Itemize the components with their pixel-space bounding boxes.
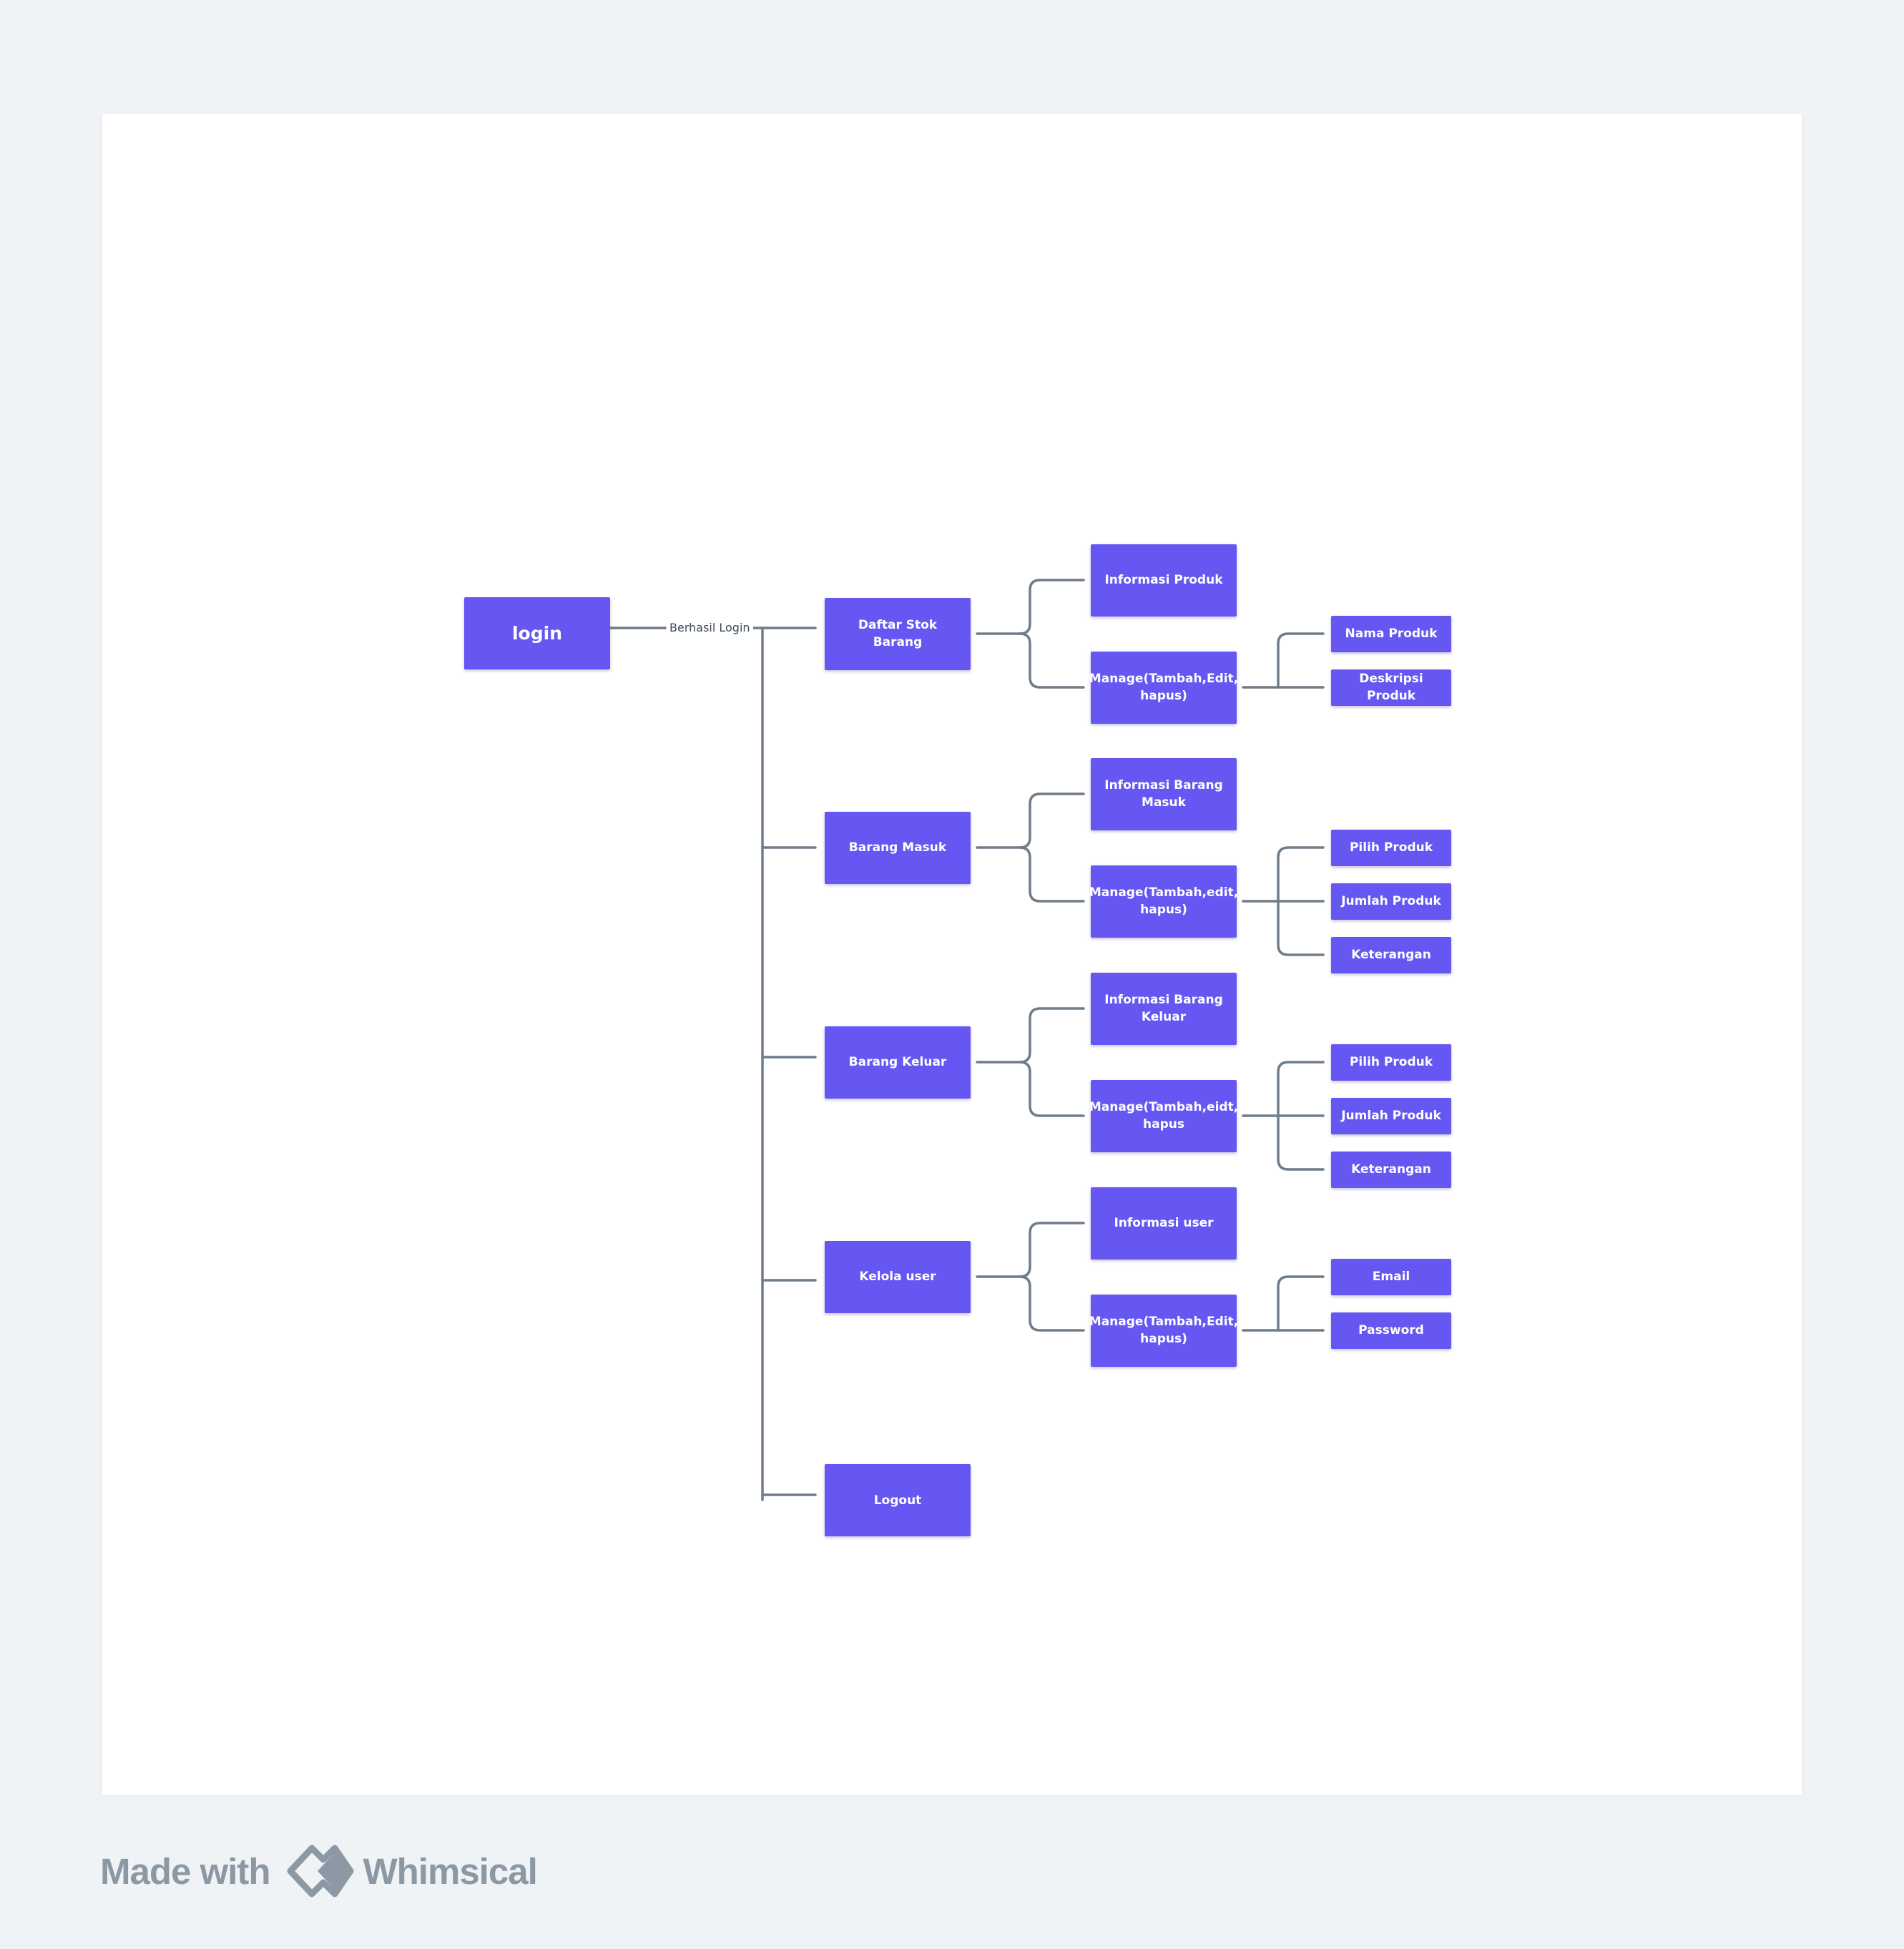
node-barang-keluar-keterangan[interactable]: Keterangan — [1331, 1151, 1451, 1188]
whimsical-logo-icon — [287, 1845, 354, 1898]
node-informasi-barang-masuk[interactable]: Informasi Barang Masuk — [1091, 757, 1237, 830]
node-barang-keluar-keterangan-label: Keterangan — [1351, 1162, 1431, 1177]
diagram-canvas — [102, 114, 1802, 1795]
node-daftar-stok-barang-deskripsi-produk[interactable]: Deskripsi Produk — [1331, 669, 1451, 706]
node-daftar-stok-barang-nama-produk[interactable]: Nama Produk — [1331, 615, 1451, 652]
node-barang-keluar-jumlah-produk-label: Jumlah Produk — [1341, 1109, 1441, 1123]
node-barang-masuk-pilih-produk[interactable]: Pilih Produk — [1331, 829, 1451, 866]
node-barang-keluar-jumlah-produk[interactable]: Jumlah Produk — [1331, 1097, 1451, 1134]
node-informasi-produk-label: Informasi Produk — [1104, 573, 1223, 587]
node-barang-masuk-jumlah-produk[interactable]: Jumlah Produk — [1331, 883, 1451, 920]
node-barang-keluar-label: Barang Keluar — [848, 1055, 947, 1069]
node-informasi-barang-keluar-label: Informasi Barang Keluar — [1104, 993, 1223, 1024]
node-kelola-user-password-label: Password — [1358, 1323, 1424, 1337]
node-barang-keluar-pilih-produk-label: Pilih Produk — [1349, 1055, 1433, 1069]
watermark-prefix: Made with — [100, 1850, 271, 1892]
watermark-brand: Whimsical — [363, 1850, 538, 1892]
node-manage-barang-masuk-label: Manage(Tambah,edit, hapus) — [1089, 885, 1239, 917]
node-barang-masuk-keterangan-label: Keterangan — [1351, 948, 1431, 962]
node-manage-kelola-user[interactable]: Manage(Tambah,Edit, hapus) — [1089, 1294, 1239, 1367]
node-daftar-stok-barang[interactable]: Daftar Stok Barang — [825, 597, 971, 670]
node-login-label: login — [511, 622, 562, 644]
node-logout-label: Logout — [873, 1493, 922, 1508]
node-manage-daftar-stok-barang[interactable]: Manage(Tambah,Edit, hapus) — [1089, 651, 1239, 724]
node-kelola-user-email[interactable]: Email — [1331, 1258, 1451, 1295]
node-login[interactable]: login — [464, 597, 610, 669]
node-informasi-barang-masuk-label: Informasi Barang Masuk — [1104, 778, 1223, 810]
node-informasi-user[interactable]: Informasi user — [1091, 1187, 1237, 1260]
node-manage-barang-keluar-label: Manage(Tambah,eidt, hapus — [1089, 1100, 1239, 1131]
node-informasi-user-label: Informasi user — [1114, 1216, 1214, 1230]
node-kelola-user-label: Kelola user — [859, 1270, 936, 1284]
node-logout[interactable]: Logout — [825, 1464, 971, 1536]
node-barang-keluar[interactable]: Barang Keluar — [825, 1026, 971, 1099]
node-daftar-stok-barang-label: Daftar Stok Barang — [858, 618, 938, 649]
node-barang-masuk[interactable]: Barang Masuk — [825, 811, 971, 884]
node-informasi-barang-keluar[interactable]: Informasi Barang Keluar — [1091, 972, 1237, 1045]
node-manage-barang-masuk[interactable]: Manage(Tambah,edit, hapus) — [1089, 865, 1239, 938]
node-barang-masuk-label: Barang Masuk — [848, 840, 947, 855]
node-barang-masuk-jumlah-produk-label: Jumlah Produk — [1341, 894, 1441, 908]
node-manage-kelola-user-label: Manage(Tambah,Edit, hapus) — [1089, 1315, 1239, 1346]
node-daftar-stok-barang-deskripsi-produk-label: Deskripsi Produk — [1359, 672, 1423, 703]
watermark: Made with Whimsical — [100, 1842, 538, 1900]
node-informasi-produk[interactable]: Informasi Produk — [1091, 544, 1237, 617]
node-barang-keluar-pilih-produk[interactable]: Pilih Produk — [1331, 1044, 1451, 1081]
node-barang-masuk-keterangan[interactable]: Keterangan — [1331, 936, 1451, 973]
node-kelola-user[interactable]: Kelola user — [825, 1240, 971, 1313]
node-manage-daftar-stok-barang-label: Manage(Tambah,Edit, hapus) — [1089, 672, 1239, 703]
edge-label-berhasil-login: Berhasil Login — [667, 619, 753, 637]
node-daftar-stok-barang-nama-produk-label: Nama Produk — [1345, 627, 1438, 641]
node-manage-barang-keluar[interactable]: Manage(Tambah,eidt, hapus — [1089, 1079, 1239, 1152]
node-kelola-user-password[interactable]: Password — [1331, 1312, 1451, 1349]
node-kelola-user-email-label: Email — [1372, 1270, 1410, 1284]
node-barang-masuk-pilih-produk-label: Pilih Produk — [1349, 840, 1433, 855]
